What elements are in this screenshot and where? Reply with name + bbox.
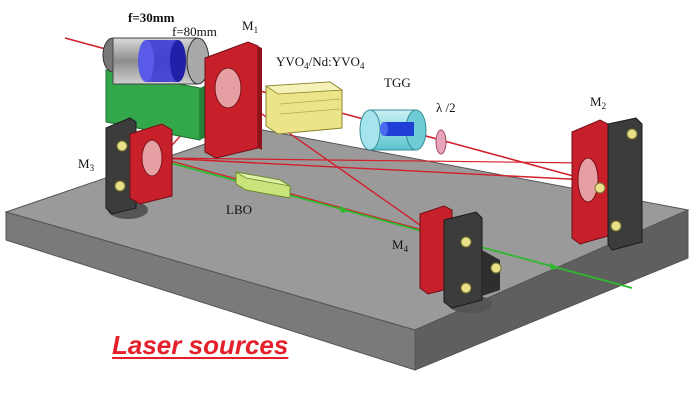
tgg-faraday-rotator	[359, 109, 427, 151]
mirror-m2-mount	[571, 117, 643, 251]
lbo-label: LBO	[226, 202, 252, 217]
optical-table	[4, 127, 690, 371]
nd-yvo4-crystal	[264, 81, 344, 135]
mirror-m1-mount	[204, 41, 262, 159]
half-wave-plate	[435, 129, 447, 155]
mirror-m4-mount	[419, 205, 502, 313]
m2-label: M2	[590, 94, 606, 111]
lens-f80-label: f=80mm	[172, 24, 217, 39]
caption-laser-sources: Laser sources	[112, 330, 289, 360]
mirror-m3-mount	[105, 117, 173, 219]
focusing-lens-assembly	[102, 37, 212, 141]
halfwave-label: λ /2	[436, 100, 456, 115]
m4-label: M4	[392, 237, 409, 254]
m3-label: M3	[78, 156, 95, 173]
lens-f30-label: f=30mm	[128, 10, 175, 25]
m1-label: M1	[242, 18, 258, 35]
crystal-label: YVO4/Nd:YVO4	[276, 54, 365, 71]
lbo-crystal	[235, 171, 291, 199]
tgg-label: TGG	[384, 75, 411, 90]
